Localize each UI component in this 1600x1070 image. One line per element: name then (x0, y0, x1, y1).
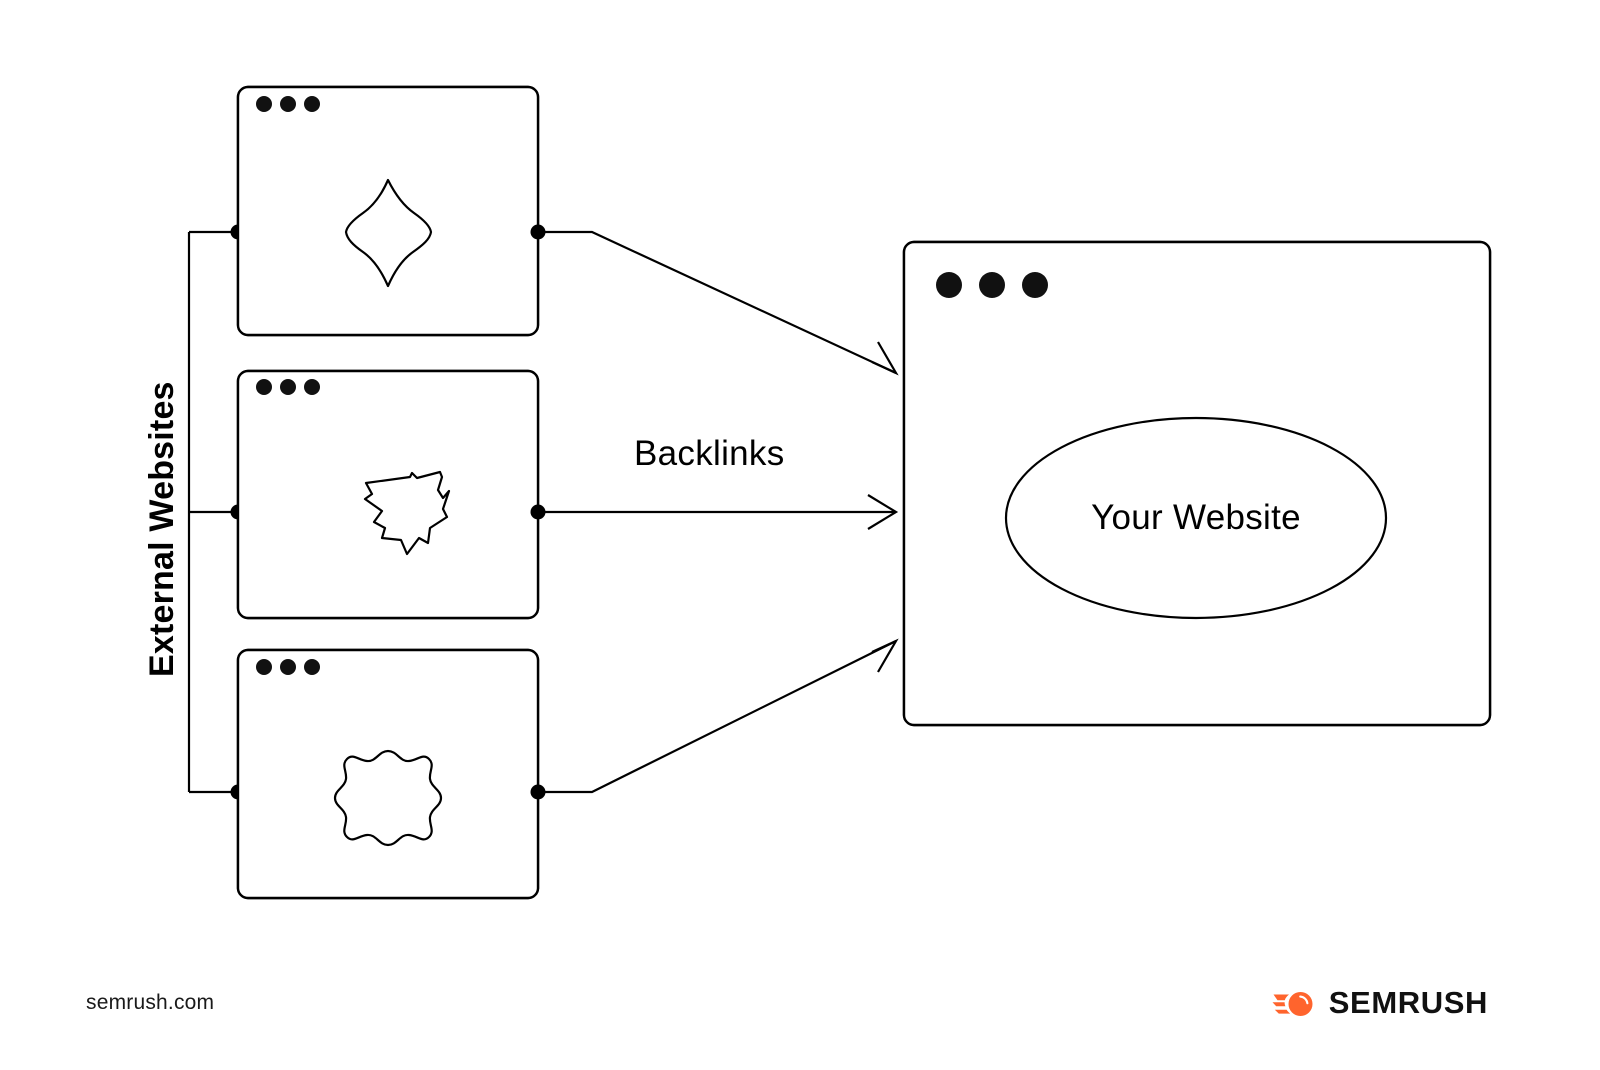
semrush-comet-icon (1272, 992, 1313, 1016)
target-window[interactable] (902, 240, 1492, 727)
window-outline (236, 369, 540, 620)
backlink-arrow-1 (538, 230, 897, 374)
arrowhead-1 (871, 341, 899, 376)
external-window-3[interactable] (236, 648, 540, 900)
flower-blob-icon (333, 749, 443, 847)
window-dot (256, 659, 272, 675)
semrush-wordmark: SEMRUSH (1328, 984, 1488, 1020)
your-website-label: Your Website (1091, 498, 1301, 537)
window-dot (304, 379, 320, 395)
window-outline (236, 85, 540, 337)
arrowhead-3 (871, 638, 899, 673)
diamond-blob-icon (344, 178, 433, 288)
window-dot (304, 96, 320, 112)
window-dot (256, 379, 272, 395)
window-dot (1022, 272, 1048, 298)
window-dot (304, 659, 320, 675)
backlink-arrows (530, 224, 899, 800)
window-dot (280, 659, 296, 675)
backlinks-label: Backlinks (634, 434, 785, 473)
window-outline (236, 648, 540, 900)
window-dot (936, 272, 962, 298)
footer-source-url: semrush.com (86, 991, 215, 1014)
window-dot (979, 272, 1005, 298)
window-dot (280, 379, 296, 395)
window-dot (280, 96, 296, 112)
external-window-2[interactable] (236, 369, 540, 620)
external-websites-label: External Websites (143, 381, 181, 677)
semrush-logo: SEMRUSH (1272, 986, 1488, 1018)
star-blob-icon (363, 470, 451, 556)
window-dot (256, 96, 272, 112)
external-window-1[interactable] (236, 85, 540, 337)
your-website-ellipse (1004, 416, 1388, 620)
backlink-arrow-3 (538, 640, 897, 794)
arrowhead-2 (867, 494, 899, 530)
